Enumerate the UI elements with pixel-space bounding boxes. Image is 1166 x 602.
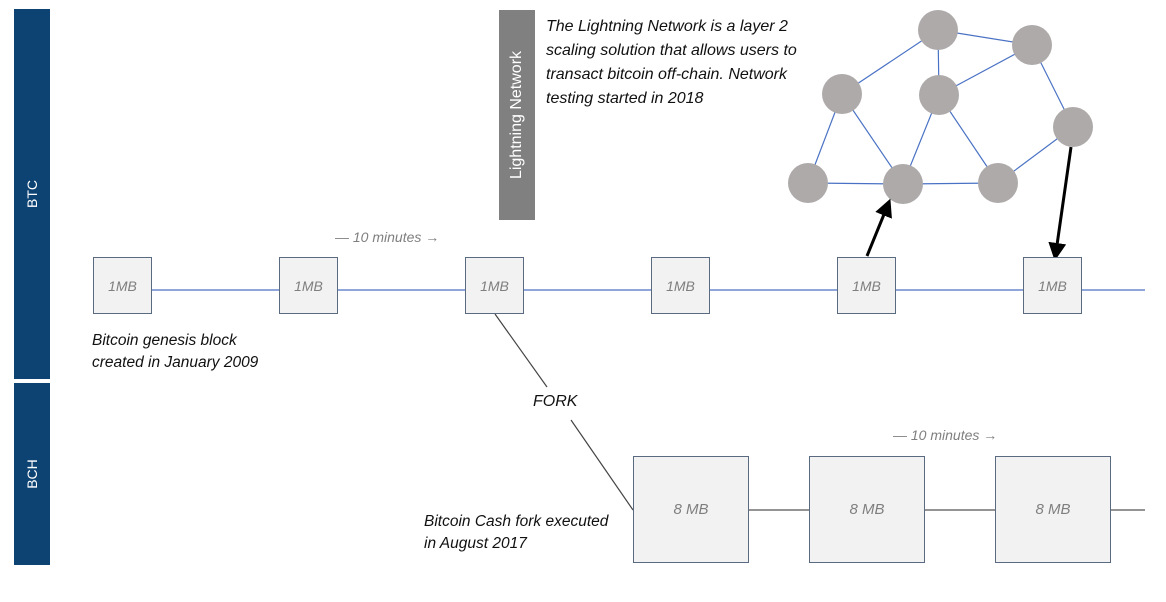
network-node	[822, 74, 862, 114]
btc-block: 1MB	[837, 257, 896, 314]
btc-interval-label: — 10 minutes →	[335, 229, 440, 245]
network-node	[918, 10, 958, 50]
bch-block: 8 MB	[995, 456, 1111, 563]
network-node	[978, 163, 1018, 203]
bch-note-line2: in August 2017	[424, 535, 527, 552]
bch-fork-note: Bitcoin Cash fork executed in August 201…	[424, 511, 608, 555]
bch-note-line1: Bitcoin Cash fork executed	[424, 513, 609, 530]
btc-block: 1MB	[651, 257, 710, 314]
fork-label: FORK	[533, 393, 578, 410]
btc-block: 1MB	[279, 257, 338, 314]
bch-block: 8 MB	[809, 456, 925, 563]
link-arrow-down	[1048, 146, 1073, 261]
link-arrow-up	[865, 198, 892, 257]
network-node	[1053, 107, 1093, 147]
fork-line-upper	[494, 313, 548, 388]
genesis-note: Bitcoin genesis block created in January…	[92, 330, 258, 374]
network-node	[788, 163, 828, 203]
bch-interval-label: — 10 minutes →	[893, 427, 998, 443]
btc-block: 1MB	[465, 257, 524, 314]
genesis-note-line2: created in January 2009	[92, 354, 259, 371]
network-node	[1012, 25, 1052, 65]
bch-block: 8 MB	[633, 456, 749, 563]
lightning-note: The Lightning Network is a layer 2 scali…	[546, 18, 797, 107]
lane-label-bch: BCH	[14, 383, 50, 565]
genesis-note-line1: Bitcoin genesis block	[92, 332, 237, 349]
btc-block: 1MB	[1023, 257, 1082, 314]
btc-block: 1MB	[93, 257, 152, 314]
network-node	[883, 164, 923, 204]
fork-line-lower	[570, 419, 634, 511]
network-node	[919, 75, 959, 115]
lane-label-lightning: Lightning Network	[499, 10, 535, 220]
lane-label-btc: BTC	[14, 9, 50, 379]
